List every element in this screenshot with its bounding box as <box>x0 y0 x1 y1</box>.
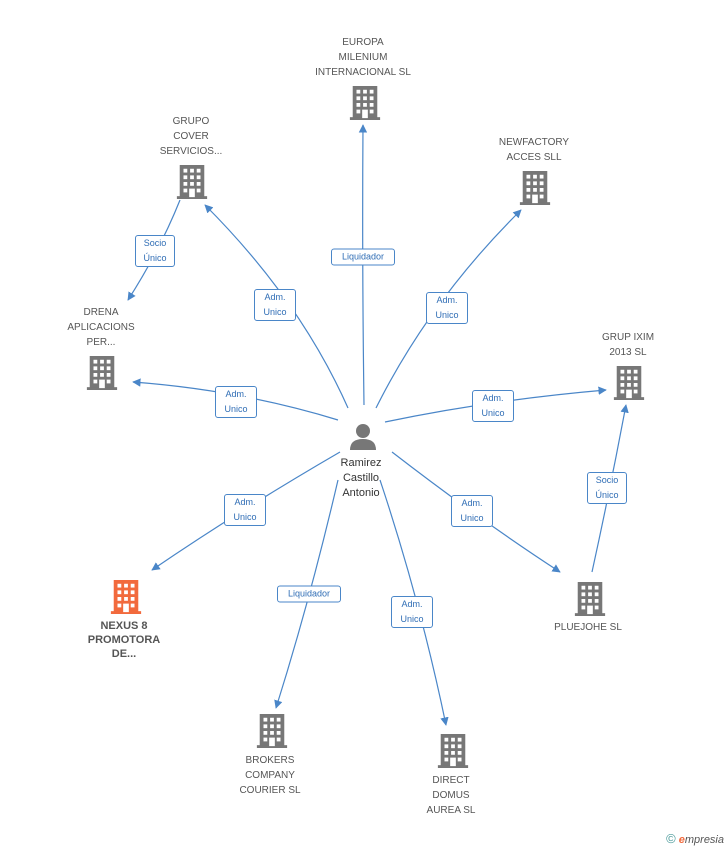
edge-label-drena: Adm. Unico <box>215 386 257 418</box>
node-label-grupixim[interactable]: GRUP IXIM 2013 SL <box>601 332 655 358</box>
edge-label-newfactory: Adm. Unico <box>426 292 468 324</box>
person-icon[interactable] <box>350 424 376 450</box>
building-icon[interactable] <box>613 366 645 400</box>
footer-brand: © empresia <box>666 831 724 846</box>
building-icon[interactable] <box>519 171 551 205</box>
node-label-europa[interactable]: EUROPA MILENIUM INTERNACIONAL SL <box>315 37 411 78</box>
nodes <box>86 86 645 768</box>
copyright-icon: © <box>666 831 676 846</box>
edge-label-grupo: Adm. Unico <box>254 289 296 321</box>
edge-label-pluejohe-grupixim: Socio Único <box>587 472 627 504</box>
node-label-grupo[interactable]: GRUPO COVER SERVICIOS... <box>159 116 223 157</box>
node-label-direct[interactable]: DIRECT DOMUS AUREA SL <box>426 775 476 816</box>
node-label-drena[interactable]: DRENA APLICACIONS PER... <box>67 307 135 348</box>
node-label-brokers[interactable]: BROKERS COMPANY COURIER SL <box>239 755 301 796</box>
building-icon[interactable] <box>574 582 606 616</box>
edge-label-direct: Adm. Unico <box>391 596 433 628</box>
edge-label-grupo-drena: Socio Único <box>135 235 175 267</box>
edge-label-nexus: Adm. Unico <box>224 494 266 526</box>
node-label-pluejohe[interactable]: PLUEJOHE SL <box>554 622 622 633</box>
building-icon[interactable] <box>176 165 208 199</box>
brand-logo: empresia <box>678 834 724 846</box>
building-icon[interactable] <box>110 580 142 614</box>
building-icon[interactable] <box>349 86 381 120</box>
edge-label-pluejohe: Adm. Unico <box>451 495 493 527</box>
building-icon[interactable] <box>86 356 118 390</box>
node-label-nexus[interactable]: NEXUS 8 PROMOTORA DE... <box>87 620 161 660</box>
edge-label-grupixim: Adm. Unico <box>472 390 514 422</box>
building-icon[interactable] <box>437 734 469 768</box>
edge-label-brokers: Liquidador <box>277 585 341 603</box>
focus-person-name[interactable]: Ramirez Castillo Antonio <box>340 457 382 499</box>
building-icon[interactable] <box>256 714 288 748</box>
edges <box>127 124 629 726</box>
node-label-newfactory[interactable]: NEWFACTORY ACCES SLL <box>498 137 570 163</box>
edge-label-europa: Liquidador <box>331 248 395 266</box>
